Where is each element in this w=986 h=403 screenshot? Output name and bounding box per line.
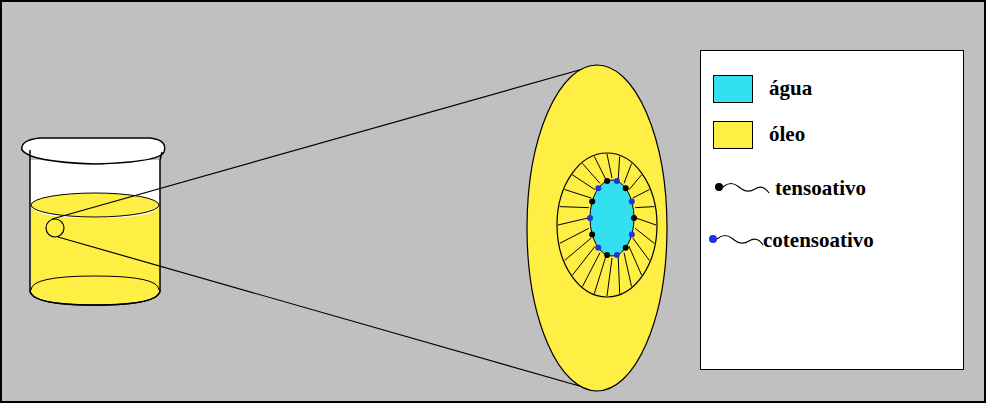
surfactant-head — [631, 215, 637, 221]
legend-label: tensoativo — [775, 176, 866, 201]
legend-swatch — [713, 75, 753, 103]
legend-label: água — [769, 76, 812, 101]
surfactant-head — [589, 199, 595, 205]
surfactant-tail — [624, 164, 632, 184]
surfactant-head — [589, 231, 595, 237]
surfactant-tails — [558, 154, 656, 296]
zoom-line — [58, 237, 597, 391]
surfactant-tail — [633, 238, 650, 261]
legend-label: cotensoativo — [763, 228, 874, 253]
legend-symbol — [707, 177, 777, 207]
surfactant-tail — [636, 218, 656, 225]
surfactant-tail — [560, 228, 589, 243]
surfactant-tail — [583, 253, 601, 287]
magnified-disc — [527, 65, 667, 391]
surfactant-tail — [607, 154, 612, 178]
legend-panel: água óleo tensoativo cotensoativo — [700, 50, 964, 370]
surfactant-tail — [624, 253, 632, 287]
legend-row: cotensoativo — [701, 225, 963, 259]
surfactant-tail — [635, 228, 654, 243]
legend-swatch — [713, 121, 753, 149]
legend-dot — [715, 183, 723, 191]
surfactant-head — [629, 199, 635, 205]
surfactant-tail — [633, 190, 650, 199]
surfactant-head — [623, 185, 629, 191]
surfactant-head — [595, 245, 601, 251]
surfactant-head — [614, 178, 620, 184]
surfactant-tail — [594, 156, 605, 179]
legend-row: água — [701, 73, 963, 107]
legend-row: tensoativo — [701, 173, 963, 207]
surfactant-head — [595, 185, 601, 191]
micelle-outline — [557, 153, 657, 297]
legend-tail — [717, 236, 763, 246]
surfactant-tail — [560, 207, 589, 208]
surfactant-tail — [572, 175, 595, 190]
legend-dot — [709, 235, 717, 243]
surfactant-tail — [629, 246, 642, 275]
surfactant-head — [604, 178, 610, 184]
legend-row: óleo — [701, 119, 963, 153]
surfactant-tail — [565, 238, 592, 261]
beaker — [22, 138, 165, 305]
water-core — [590, 180, 634, 256]
legend-label: óleo — [769, 122, 805, 147]
legend-tail — [723, 184, 769, 194]
zoom-line — [52, 65, 597, 219]
surfactant-tail — [629, 175, 642, 190]
surfactant-tail — [607, 258, 612, 296]
surfactant-tail — [618, 156, 619, 179]
surfactant-tail — [583, 164, 601, 184]
surfactant-tail — [558, 218, 588, 225]
surfactant-head — [614, 252, 620, 258]
surfactant-tail — [618, 257, 619, 294]
surfactant-head — [629, 231, 635, 237]
surfactant-head — [587, 215, 593, 221]
surfactant-tail — [635, 207, 654, 208]
surfactant-head — [604, 252, 610, 258]
surfactant-heads — [587, 178, 637, 258]
surfactant-head — [623, 245, 629, 251]
surfactant-tail — [594, 257, 605, 294]
surfactant-tail — [565, 190, 592, 199]
